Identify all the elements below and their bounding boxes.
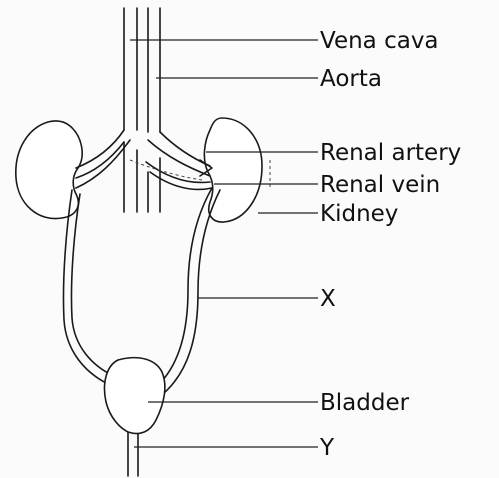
labels: Vena cava Aorta Renal artery Renal vein …	[319, 28, 461, 461]
label-vena-cava: Vena cava	[320, 28, 439, 54]
label-kidney: Kidney	[320, 201, 398, 227]
label-renal-vein: Renal vein	[320, 172, 440, 198]
vena-cava	[124, 8, 137, 130]
label-x: X	[320, 286, 336, 312]
label-aorta: Aorta	[320, 66, 382, 92]
bladder	[105, 358, 165, 434]
label-renal-artery: Renal artery	[320, 140, 461, 166]
urethra	[128, 432, 138, 476]
label-bladder: Bladder	[320, 390, 410, 416]
label-y: Y	[319, 435, 335, 461]
aorta	[148, 8, 160, 132]
left-kidney	[16, 121, 82, 219]
